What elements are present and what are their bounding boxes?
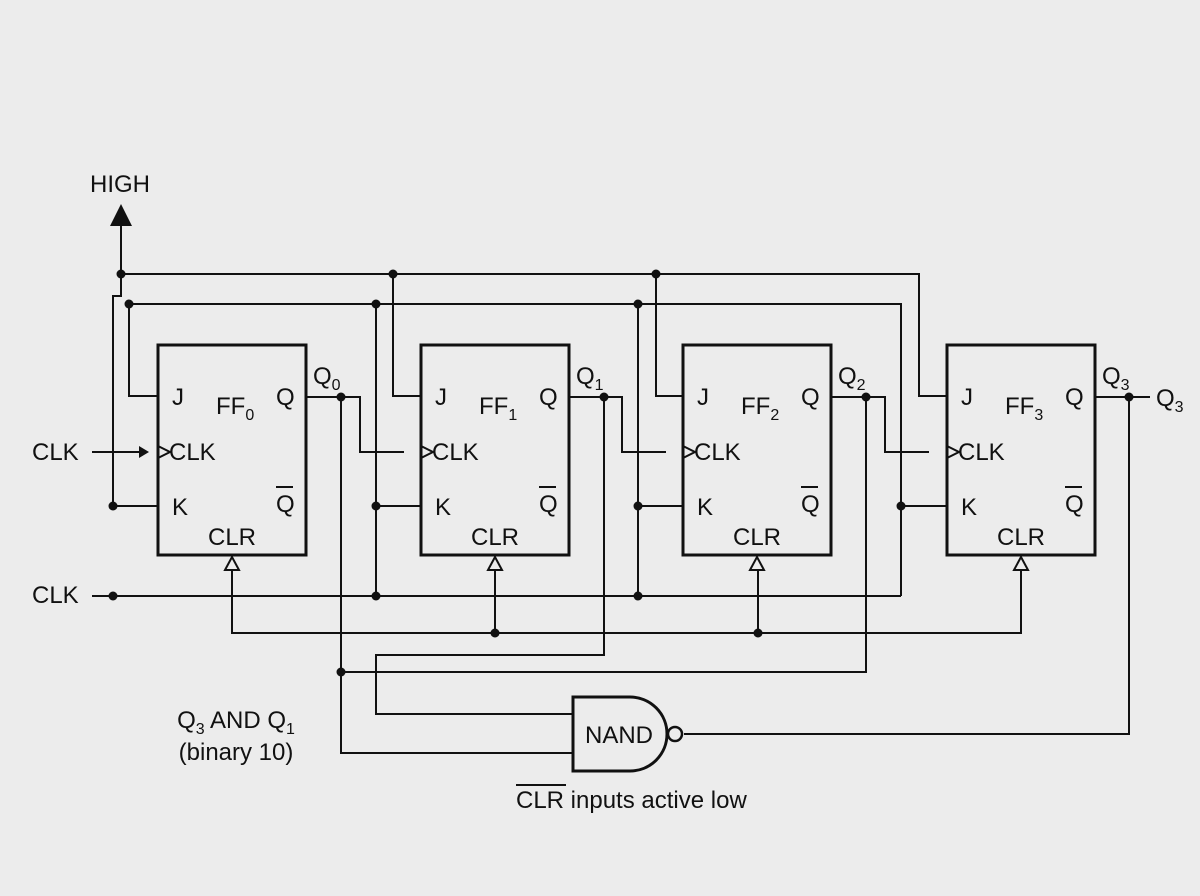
q-pin-label: Q [1065,384,1084,411]
junction-dot [633,299,643,309]
flipflop-body [945,343,1097,557]
junction-dot [371,501,381,511]
q-output-label: Q2 [838,363,866,394]
j-pin-label: J [435,384,447,411]
footnote-rest: inputs active low [564,787,747,814]
junction-dot [633,591,643,601]
junction-dot [108,591,118,601]
q-pin-label: Q [276,384,295,411]
junction-dot [753,628,763,638]
k-pin-label: K [961,494,977,521]
junction-dot [336,667,346,677]
clr-arrow-icon [223,554,241,571]
clock-edge-icon [157,444,173,460]
j-pin-label: J [697,384,709,411]
qbar-pin-label: Q [801,491,820,518]
junction-dot [124,299,134,309]
junction-dot [108,501,118,511]
output-label: Q3 [1156,385,1184,416]
k-pin-label: K [697,494,713,521]
svg-text:CLR inputs active low: CLR inputs active low [516,787,747,814]
inversion-bubble [666,725,684,743]
flipflop-body [419,343,571,557]
flipflop-name: FF1 [479,393,517,424]
clock-edge-icon [946,444,962,460]
flipflop-name: FF3 [1005,393,1043,424]
nand-inputs-note: Q3 AND Q1 [177,707,295,738]
q-output-label: Q3 [1102,363,1130,394]
junction-dot [371,299,381,309]
clk-input-label: CLK [32,439,79,466]
junction-dot [633,501,643,511]
junction-dot [651,269,661,279]
clk-input: CLK [32,439,149,466]
clr-overbar-text: CLR [516,787,564,814]
clk-pin-label: CLK [169,439,216,466]
j-pin-label: J [172,384,184,411]
clk-pin-label: CLK [432,439,479,466]
clk-bottom-label: CLK [32,582,79,609]
qbar-pin-label: Q [1065,491,1084,518]
junction-dot [490,628,500,638]
j-pin-label: J [961,384,973,411]
junction-dot [371,591,381,601]
clr-arrow-icon [748,554,766,571]
flipflop-name: FF2 [741,393,779,424]
high-rail: HIGH [90,171,947,507]
clk-bottom-line: CLK [32,582,901,609]
q-pin-label: Q [539,384,558,411]
clr-pin-label: CLR [997,524,1045,551]
nand-gate: NAND [571,695,684,773]
clr-active-low-note: CLR inputs active low [516,784,747,814]
flipflop-ff3: J K CLK Q Q CLR FF3 Q3 [945,343,1130,571]
flipflop-ff1: J K CLK Q Q CLR FF1 Q1 [419,343,604,571]
clr-pin-label: CLR [208,524,256,551]
clock-edge-icon [420,444,436,460]
clock-edge-icon [682,444,698,460]
k-pin-label: K [435,494,451,521]
k-pin-label: K [172,494,188,521]
feedback-wires [336,397,1130,754]
binary-note: (binary 10) [179,739,294,766]
ripple-wires [306,392,1150,453]
nand-label: NAND [585,722,653,749]
clk-pin-label: CLK [694,439,741,466]
qbar-pin-label: Q [539,491,558,518]
q-output-label: Q0 [313,363,341,394]
qbar-pin-label: Q [276,491,295,518]
q-output-label: Q1 [576,363,604,394]
high-label: HIGH [90,171,150,198]
clr-pin-label: CLR [733,524,781,551]
junction-dot [896,501,906,511]
junction-dot [388,269,398,279]
clr-arrow-icon [1012,554,1030,571]
arrow-right-icon [139,446,149,458]
flipflop-ff2: J K CLK Q Q CLR FF2 Q2 [681,343,866,571]
clk-pin-label: CLK [958,439,1005,466]
clr-arrow-icon [486,554,504,571]
flipflop-body [156,343,308,557]
junction-dot [116,269,126,279]
flipflop-ff0: J K CLK Q Q CLR FF0 Q0 [156,343,341,571]
flipflop-name: FF0 [216,393,254,424]
q-pin-label: Q [801,384,820,411]
clr-bus [231,570,1022,638]
j-k-rail [108,299,947,596]
clr-pin-label: CLR [471,524,519,551]
high-arrow-icon [110,204,132,226]
